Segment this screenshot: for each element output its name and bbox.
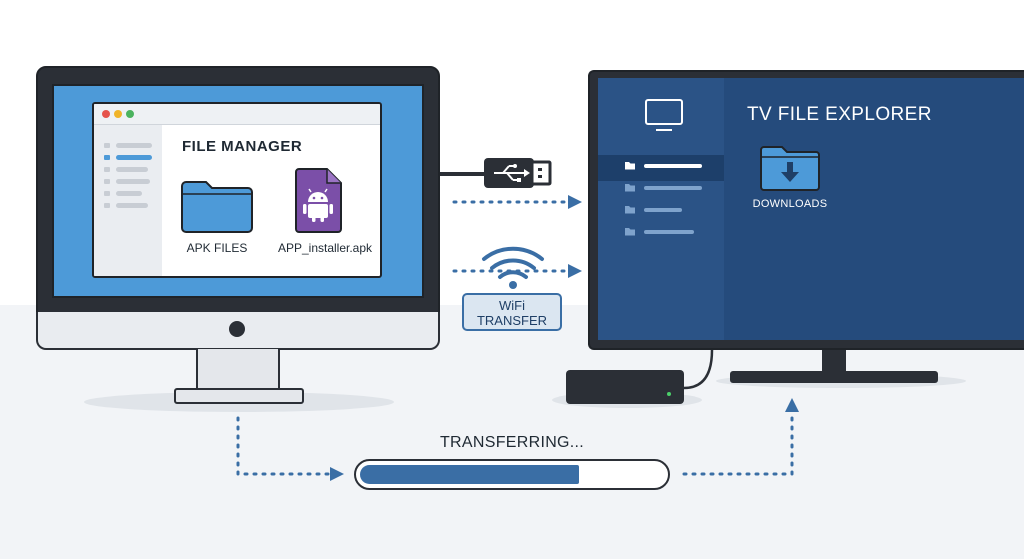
sidebar-item-selected[interactable]: [116, 155, 152, 160]
apk-file-icon: [295, 168, 342, 233]
sidebar-item-icon: [104, 179, 110, 184]
progress-bar-fill: [360, 465, 579, 484]
tv-sidebar-item: [625, 162, 702, 170]
file-manager-titlebar: [94, 104, 380, 125]
sidebar-item-icon: [104, 167, 110, 172]
progress-label: TRANSFERRING...: [439, 434, 585, 451]
progress-flow-right-arrow: [682, 398, 799, 476]
file-manager-sidebar: [94, 125, 162, 276]
sidebar-item-icon: [104, 191, 110, 196]
apk-installer-label: APP_installer.apk: [277, 241, 373, 255]
file-manager-title: FILE MANAGER: [182, 138, 303, 155]
sidebar-item[interactable]: [116, 191, 142, 196]
wifi-label-line1: WiFi: [499, 298, 525, 313]
file-manager-window: FILE MANAGER APK FILES APP_i: [92, 102, 382, 278]
tv-sidebar-item: [625, 184, 702, 236]
download-arrow-icon: [781, 162, 799, 182]
set-top-box: [566, 370, 684, 404]
download-folder-icon: [760, 146, 820, 191]
tv-main-panel: [724, 78, 1024, 340]
progress-bar: [354, 459, 670, 490]
usb-icon: [484, 158, 552, 188]
tv-sidebar-contents: [625, 99, 702, 236]
android-icon: [303, 188, 333, 222]
minimize-dot[interactable]: [114, 110, 122, 118]
sidebar-item-icon: [104, 203, 110, 208]
downloads-label: DOWNLOADS: [752, 198, 828, 210]
sidebar-item[interactable]: [116, 203, 148, 208]
usb-transfer-arrow: [452, 195, 582, 209]
hdmi-cable: [683, 349, 714, 390]
close-dot[interactable]: [102, 110, 110, 118]
downloads-folder[interactable]: [759, 142, 821, 197]
tv-file-explorer-title: TV FILE EXPLORER: [747, 104, 932, 125]
monitor-camera: [229, 321, 245, 337]
sidebar-item[interactable]: [116, 167, 148, 172]
sidebar-item[interactable]: [116, 143, 152, 148]
sidebar-item-icon: [104, 143, 110, 148]
maximize-dot[interactable]: [126, 110, 134, 118]
progress-flow-left-arrow: [236, 416, 344, 481]
monitor-stand-neck: [196, 349, 280, 391]
set-top-box-led: [667, 392, 671, 396]
sidebar-item[interactable]: [116, 179, 150, 184]
folder-icon: [181, 181, 253, 233]
wifi-dot: [509, 281, 517, 289]
wifi-transfer-badge: WiFi TRANSFER: [462, 293, 562, 331]
monitor-stand-foot: [174, 388, 304, 404]
tv-stand-foot: [730, 371, 938, 383]
apk-files-folder[interactable]: [180, 176, 254, 239]
apk-files-label: APK FILES: [186, 241, 248, 255]
apk-installer-file[interactable]: [294, 168, 344, 239]
tv-monitor-icon: [645, 99, 683, 131]
wifi-icon: [482, 246, 544, 279]
wifi-label-line2: TRANSFER: [476, 313, 548, 328]
sidebar-item-icon: [104, 155, 110, 160]
tv-stand-neck: [822, 350, 846, 374]
